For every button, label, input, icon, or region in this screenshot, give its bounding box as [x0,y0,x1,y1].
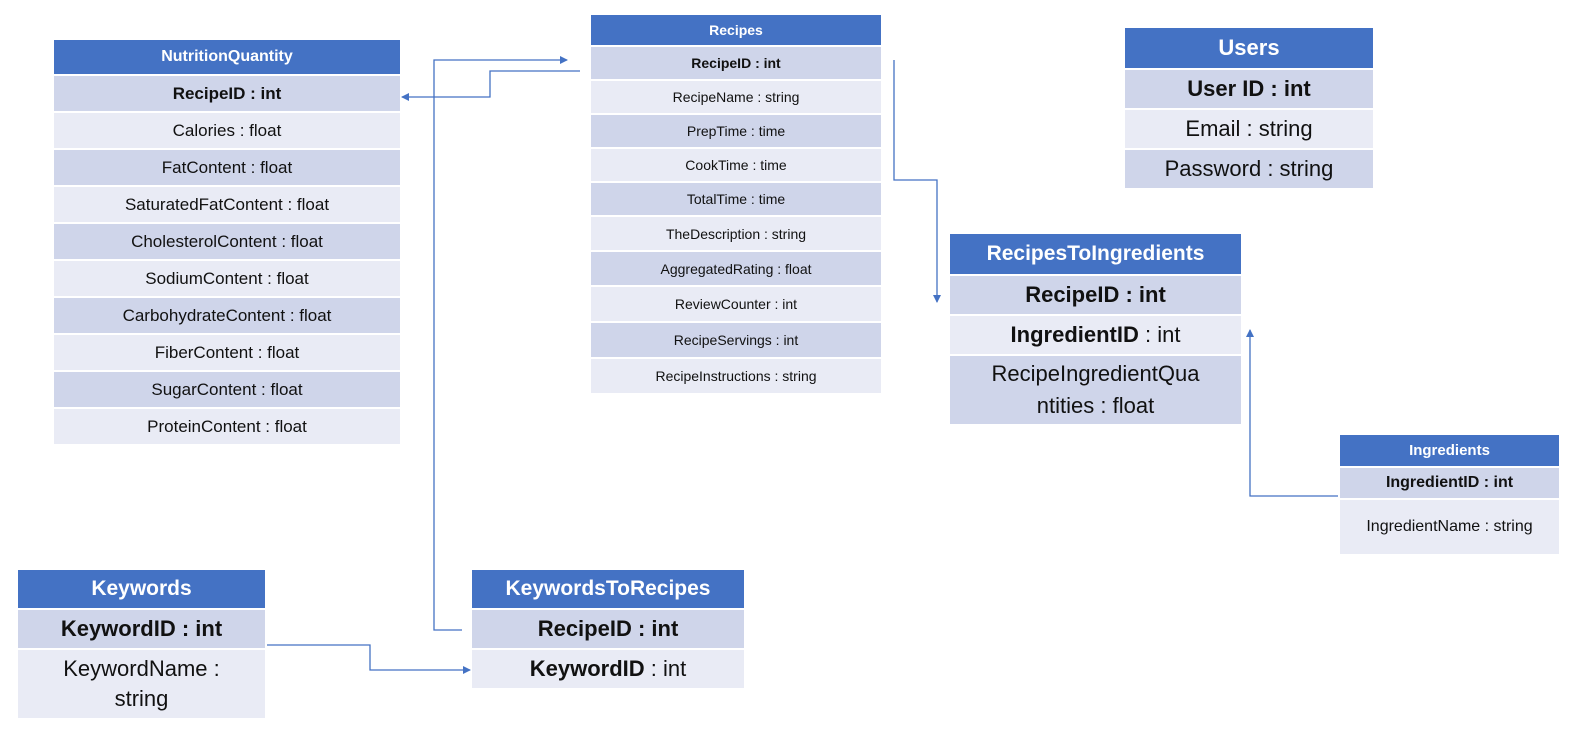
table-row: TheDescription : string [591,217,881,252]
table-row: FatContent : float [54,150,400,187]
primary-key-label: RecipeID : int [172,83,282,103]
recipes-to-nutrition-connector [401,70,580,101]
table-row: PrepTime : time [591,115,881,149]
table-row: Email : string [1125,110,1373,150]
table-row: KeywordName : string [18,650,265,720]
table-row: ReviewCounter : int [591,287,881,323]
table-row: RecipeID : int [54,76,400,113]
foreign-key-label: IngredientID [1010,322,1139,347]
table-row: KeywordID : int [18,610,265,650]
primary-key-label: RecipeID : int [537,616,679,641]
table-header: KeywordsToRecipes [472,570,744,610]
foreign-key-label: KeywordID [529,656,645,681]
table-row: KeywordID : int [472,650,744,690]
table-row: IngredientName : string [1340,500,1559,556]
table-row: Calories : float [54,113,400,150]
table-row: CarbohydrateContent : float [54,298,400,335]
recipes-to-recipestoingredients-connector [893,60,941,303]
keywordstorecipes-to-recipes-connector [433,56,568,631]
table-row: Password : string [1125,150,1373,190]
table-row: CookTime : time [591,149,881,183]
table-row: User ID : int [1125,70,1373,110]
table-row: RecipeID : int [591,47,881,81]
table-row: IngredientID : int [950,316,1241,356]
table-header: Recipes [591,15,881,47]
table-row: RecipeInstructions : string [591,359,881,395]
table-row: SodiumContent : float [54,261,400,298]
recipestoingredients-table: RecipesToIngredients RecipeID : int Ingr… [950,234,1241,426]
table-row: RecipeIngredientQua ntities : float [950,356,1241,426]
table-row: RecipeID : int [472,610,744,650]
primary-key-label: User ID : int [1187,76,1311,101]
ingredients-to-recipestoingredients-connector [1246,329,1338,497]
table-header: Ingredients [1340,435,1559,468]
table-header: Users [1125,28,1373,70]
keywordstorecipes-table: KeywordsToRecipes RecipeID : int Keyword… [472,570,744,690]
table-row: SaturatedFatContent : float [54,187,400,224]
table-row: SugarContent : float [54,372,400,409]
table-row: IngredientID : int [1340,468,1559,500]
table-row: TotalTime : time [591,183,881,217]
table-row: ProteinContent : float [54,409,400,446]
table-row: AggregatedRating : float [591,252,881,287]
users-table: Users User ID : int Email : string Passw… [1125,28,1373,190]
keywords-to-keywordstorecipes-connector [267,644,471,674]
table-row: FiberContent : float [54,335,400,372]
ingredients-table: Ingredients IngredientID : int Ingredien… [1340,435,1559,556]
table-row: RecipeID : int [950,276,1241,316]
primary-key-label: IngredientID : int [1385,474,1514,491]
table-row: CholesterolContent : float [54,224,400,261]
table-header: NutritionQuantity [54,40,400,76]
keywords-table: Keywords KeywordID : int KeywordName : s… [18,570,265,720]
primary-key-label: KeywordID : int [60,616,223,641]
table-header: Keywords [18,570,265,610]
table-row: RecipeName : string [591,81,881,115]
table-header: RecipesToIngredients [950,234,1241,276]
primary-key-label: RecipeID : int [1025,282,1166,307]
primary-key-label: RecipeID : int [691,55,781,71]
nutritionquantity-table: NutritionQuantity RecipeID : int Calorie… [54,40,400,446]
recipes-table: Recipes RecipeID : int RecipeName : stri… [591,15,881,395]
table-row: RecipeServings : int [591,323,881,359]
